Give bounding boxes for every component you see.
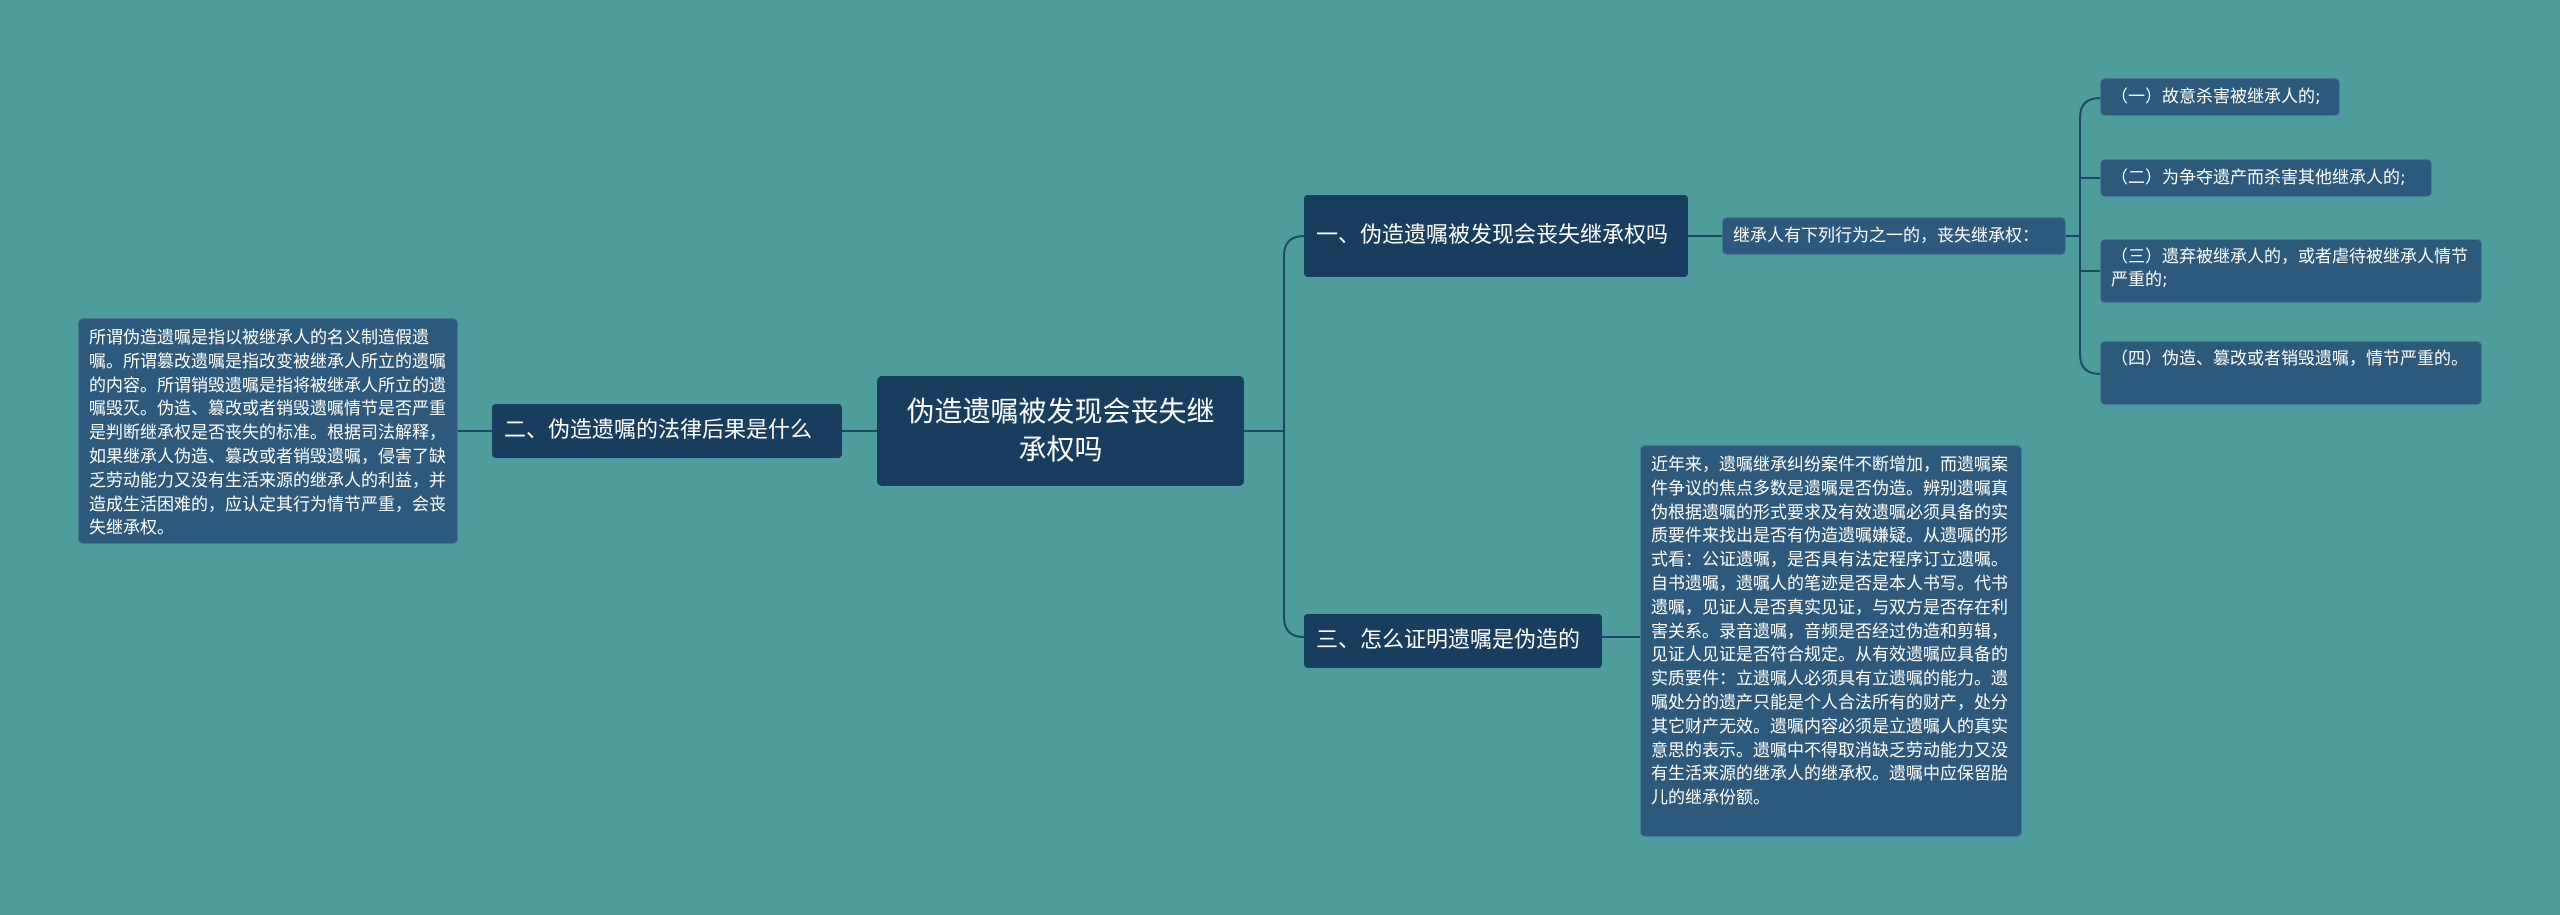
branch-legal-consequence[interactable]: 二、伪造遗嘱的法律后果是什么: [492, 404, 842, 458]
detail-prove-forgery[interactable]: 近年来，遗嘱继承纠纷案件不断增加，而遗嘱案件争议的焦点多数是遗嘱是否伪造。辨别遗…: [1640, 445, 2022, 837]
condition-item-4[interactable]: （四）伪造、篡改或者销毁遗嘱，情节严重的。: [2100, 341, 2482, 405]
branch-lose-inheritance[interactable]: 一、伪造遗嘱被发现会丧失继承权吗: [1304, 195, 1688, 277]
condition-item-1[interactable]: （一）故意杀害被继承人的;: [2100, 78, 2340, 116]
connector-item-curve: [2079, 97, 2101, 375]
detail-legal-consequence[interactable]: 所谓伪造遗嘱是指以被继承人的名义制造假遗嘱。所谓篡改遗嘱是指改变被继承人所立的遗…: [78, 318, 458, 544]
lose-inheritance-conditions[interactable]: 继承人有下列行为之一的，丧失继承权：: [1722, 217, 2066, 255]
connector-right-trunk: [1283, 235, 1305, 638]
condition-item-3[interactable]: （三）遗弃被继承人的，或者虐待被继承人情节严重的;: [2100, 239, 2482, 303]
branch-prove-forgery[interactable]: 三、怎么证明遗嘱是伪造的: [1304, 614, 1602, 668]
root-topic[interactable]: 伪造遗嘱被发现会丧失继承权吗: [877, 376, 1244, 486]
condition-item-2[interactable]: （二）为争夺遗产而杀害其他继承人的;: [2100, 159, 2432, 197]
